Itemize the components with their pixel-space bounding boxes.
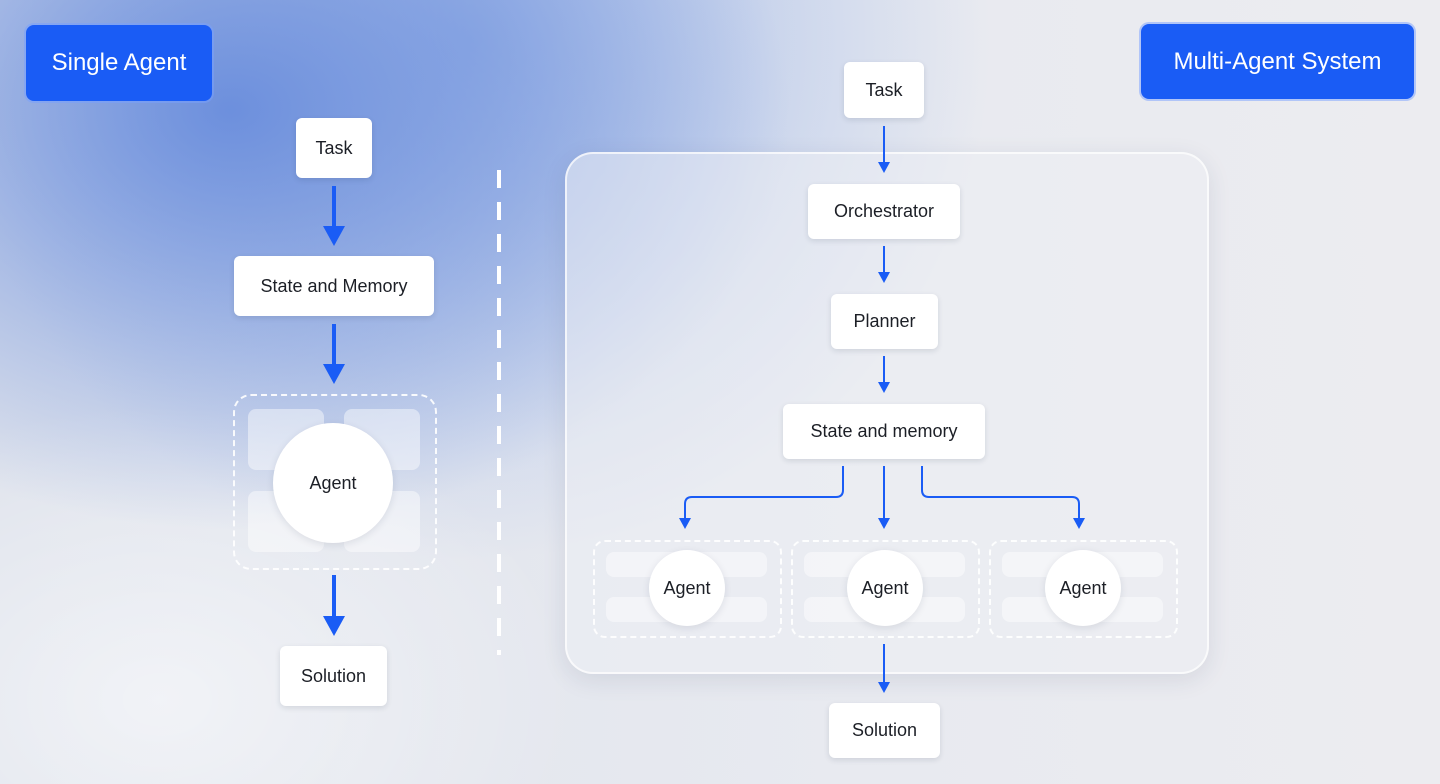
planner-node: Planner: [831, 294, 938, 349]
multi-task-node: Task: [844, 62, 924, 118]
multi-solution-node: Solution: [829, 703, 940, 758]
single-task-node: Task: [296, 118, 372, 178]
multi-state-memory-node: State and memory: [783, 404, 985, 459]
single-arrows: [323, 186, 345, 636]
single-solution-node: Solution: [280, 646, 387, 706]
agent-node-1: Agent: [649, 550, 725, 626]
agent-node-3: Agent: [1045, 550, 1121, 626]
single-agent-group: [233, 394, 437, 570]
single-agent-label: Single Agent: [26, 25, 212, 101]
single-state-memory-node: State and Memory: [234, 256, 434, 316]
orchestrator-node: Orchestrator: [808, 184, 960, 239]
multi-arrows: [679, 126, 1085, 693]
agent-group-2: [791, 540, 980, 638]
agent-group-3: [989, 540, 1178, 638]
agent-group-1: [593, 540, 782, 638]
agent-node-2: Agent: [847, 550, 923, 626]
multi-agent-label: Multi-Agent System: [1141, 24, 1414, 99]
single-agent-node: Agent: [273, 423, 393, 543]
